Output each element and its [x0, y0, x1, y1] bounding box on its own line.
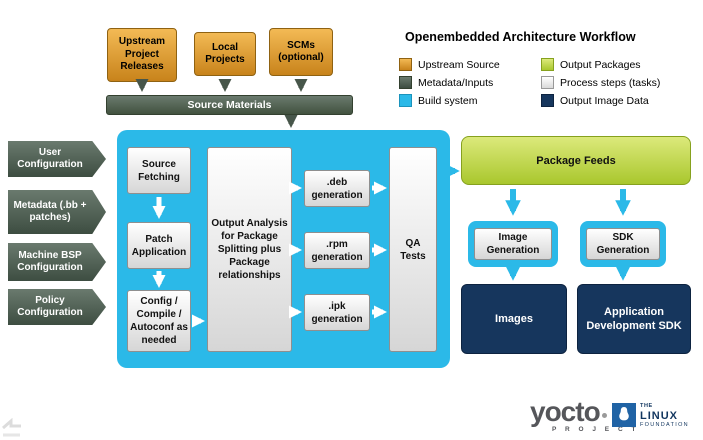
- deb-generation-box: .deb generation: [304, 170, 370, 207]
- linux-foundation-label: FOUNDATION: [640, 421, 689, 428]
- application-development-sdk-label: Application Development SDK: [586, 305, 682, 332]
- application-development-sdk-box: Application Development SDK: [577, 284, 691, 354]
- legend-item-process-steps: Process steps (tasks): [541, 76, 660, 89]
- tux-icon: [612, 403, 636, 427]
- linux-name-label: LINUX: [640, 409, 678, 422]
- source-materials-bar: Source Materials: [106, 95, 353, 115]
- legend-label: Metadata/Inputs: [418, 76, 494, 89]
- image-generation-label: Image Generation: [486, 232, 540, 256]
- source-fetching-box: Source Fetching: [127, 147, 191, 194]
- linux-the-label: THE: [640, 403, 653, 409]
- image-generation-box: Image Generation: [474, 228, 552, 260]
- legend-label: Build system: [418, 94, 478, 107]
- yocto-wordmark: yocto: [530, 396, 601, 427]
- output-analysis-label: Output Analysis for Package Splitting pl…: [211, 218, 288, 281]
- linux-foundation-text: THE LINUX FOUNDATION: [640, 403, 689, 428]
- build-system-swatch: [399, 94, 412, 107]
- legend-title: Openembedded Architecture Workflow: [405, 30, 636, 44]
- logo-separator-dot: [602, 413, 607, 418]
- scms-box: SCMs (optional): [269, 28, 333, 76]
- policy-configuration-arrow-box: Policy Configuration: [8, 289, 106, 325]
- output-image-data-swatch: [541, 94, 554, 107]
- corner-artifact: [2, 418, 21, 437]
- patch-application-label: Patch Application: [131, 233, 187, 258]
- sdk-generation-label: SDK Generation: [596, 232, 650, 256]
- config-compile-label: Config / Compile / Autoconf as needed: [130, 296, 188, 346]
- patch-application-box: Patch Application: [127, 222, 191, 269]
- package-feeds-label: Package Feeds: [536, 154, 616, 167]
- legend-item-output-image-data: Output Image Data: [541, 94, 649, 107]
- user-configuration-label: User Configuration: [17, 146, 83, 171]
- metadata-label: Metadata (.bb + patches): [13, 199, 87, 224]
- output-packages-swatch: [541, 58, 554, 71]
- process-steps-swatch: [541, 76, 554, 89]
- legend-label: Output Packages: [560, 58, 641, 71]
- legend-label: Output Image Data: [560, 94, 649, 107]
- metadata-arrow-box: Metadata (.bb + patches): [8, 190, 106, 234]
- legend-item-output-packages: Output Packages: [541, 58, 641, 71]
- yocto-project-label: P R O J E C T: [552, 426, 639, 433]
- deb-generation-label: .deb generation: [311, 176, 363, 201]
- package-feeds-box: Package Feeds: [461, 136, 691, 185]
- linux-foundation-logo: [612, 403, 636, 427]
- local-projects-box: Local Projects: [194, 32, 256, 76]
- legend-label: Upstream Source: [418, 58, 500, 71]
- upstream-project-releases-label: Upstream Project Releases: [118, 36, 166, 73]
- qa-tests-box: QA Tests: [389, 147, 437, 352]
- source-fetching-label: Source Fetching: [138, 158, 180, 183]
- images-label: Images: [495, 312, 533, 325]
- metadata-inputs-swatch: [399, 76, 412, 89]
- user-configuration-arrow-box: User Configuration: [8, 141, 106, 177]
- local-projects-label: Local Projects: [205, 41, 245, 66]
- rpm-generation-box: .rpm generation: [304, 232, 370, 269]
- ipk-generation-box: .ipk generation: [304, 294, 370, 331]
- machine-bsp-configuration-label: Machine BSP Configuration: [17, 249, 83, 274]
- policy-configuration-label: Policy Configuration: [17, 294, 83, 319]
- legend-item-upstream-source: Upstream Source: [399, 58, 500, 71]
- machine-bsp-configuration-arrow-box: Machine BSP Configuration: [8, 243, 106, 281]
- images-box: Images: [461, 284, 567, 354]
- legend-label: Process steps (tasks): [560, 76, 661, 89]
- upstream-source-swatch: [399, 58, 412, 71]
- upstream-project-releases-box: Upstream Project Releases: [107, 28, 177, 82]
- rpm-generation-label: .rpm generation: [311, 238, 363, 263]
- qa-tests-label: QA Tests: [400, 237, 426, 262]
- scms-label: SCMs (optional): [278, 39, 324, 64]
- legend-item-metadata-inputs: Metadata/Inputs: [399, 76, 493, 89]
- config-compile-box: Config / Compile / Autoconf as needed: [127, 290, 191, 352]
- ipk-generation-label: .ipk generation: [311, 300, 363, 325]
- source-materials-label: Source Materials: [187, 99, 272, 111]
- legend-item-build-system: Build system: [399, 94, 478, 107]
- sdk-generation-box: SDK Generation: [586, 228, 660, 260]
- output-analysis-box: Output Analysis for Package Splitting pl…: [207, 147, 292, 352]
